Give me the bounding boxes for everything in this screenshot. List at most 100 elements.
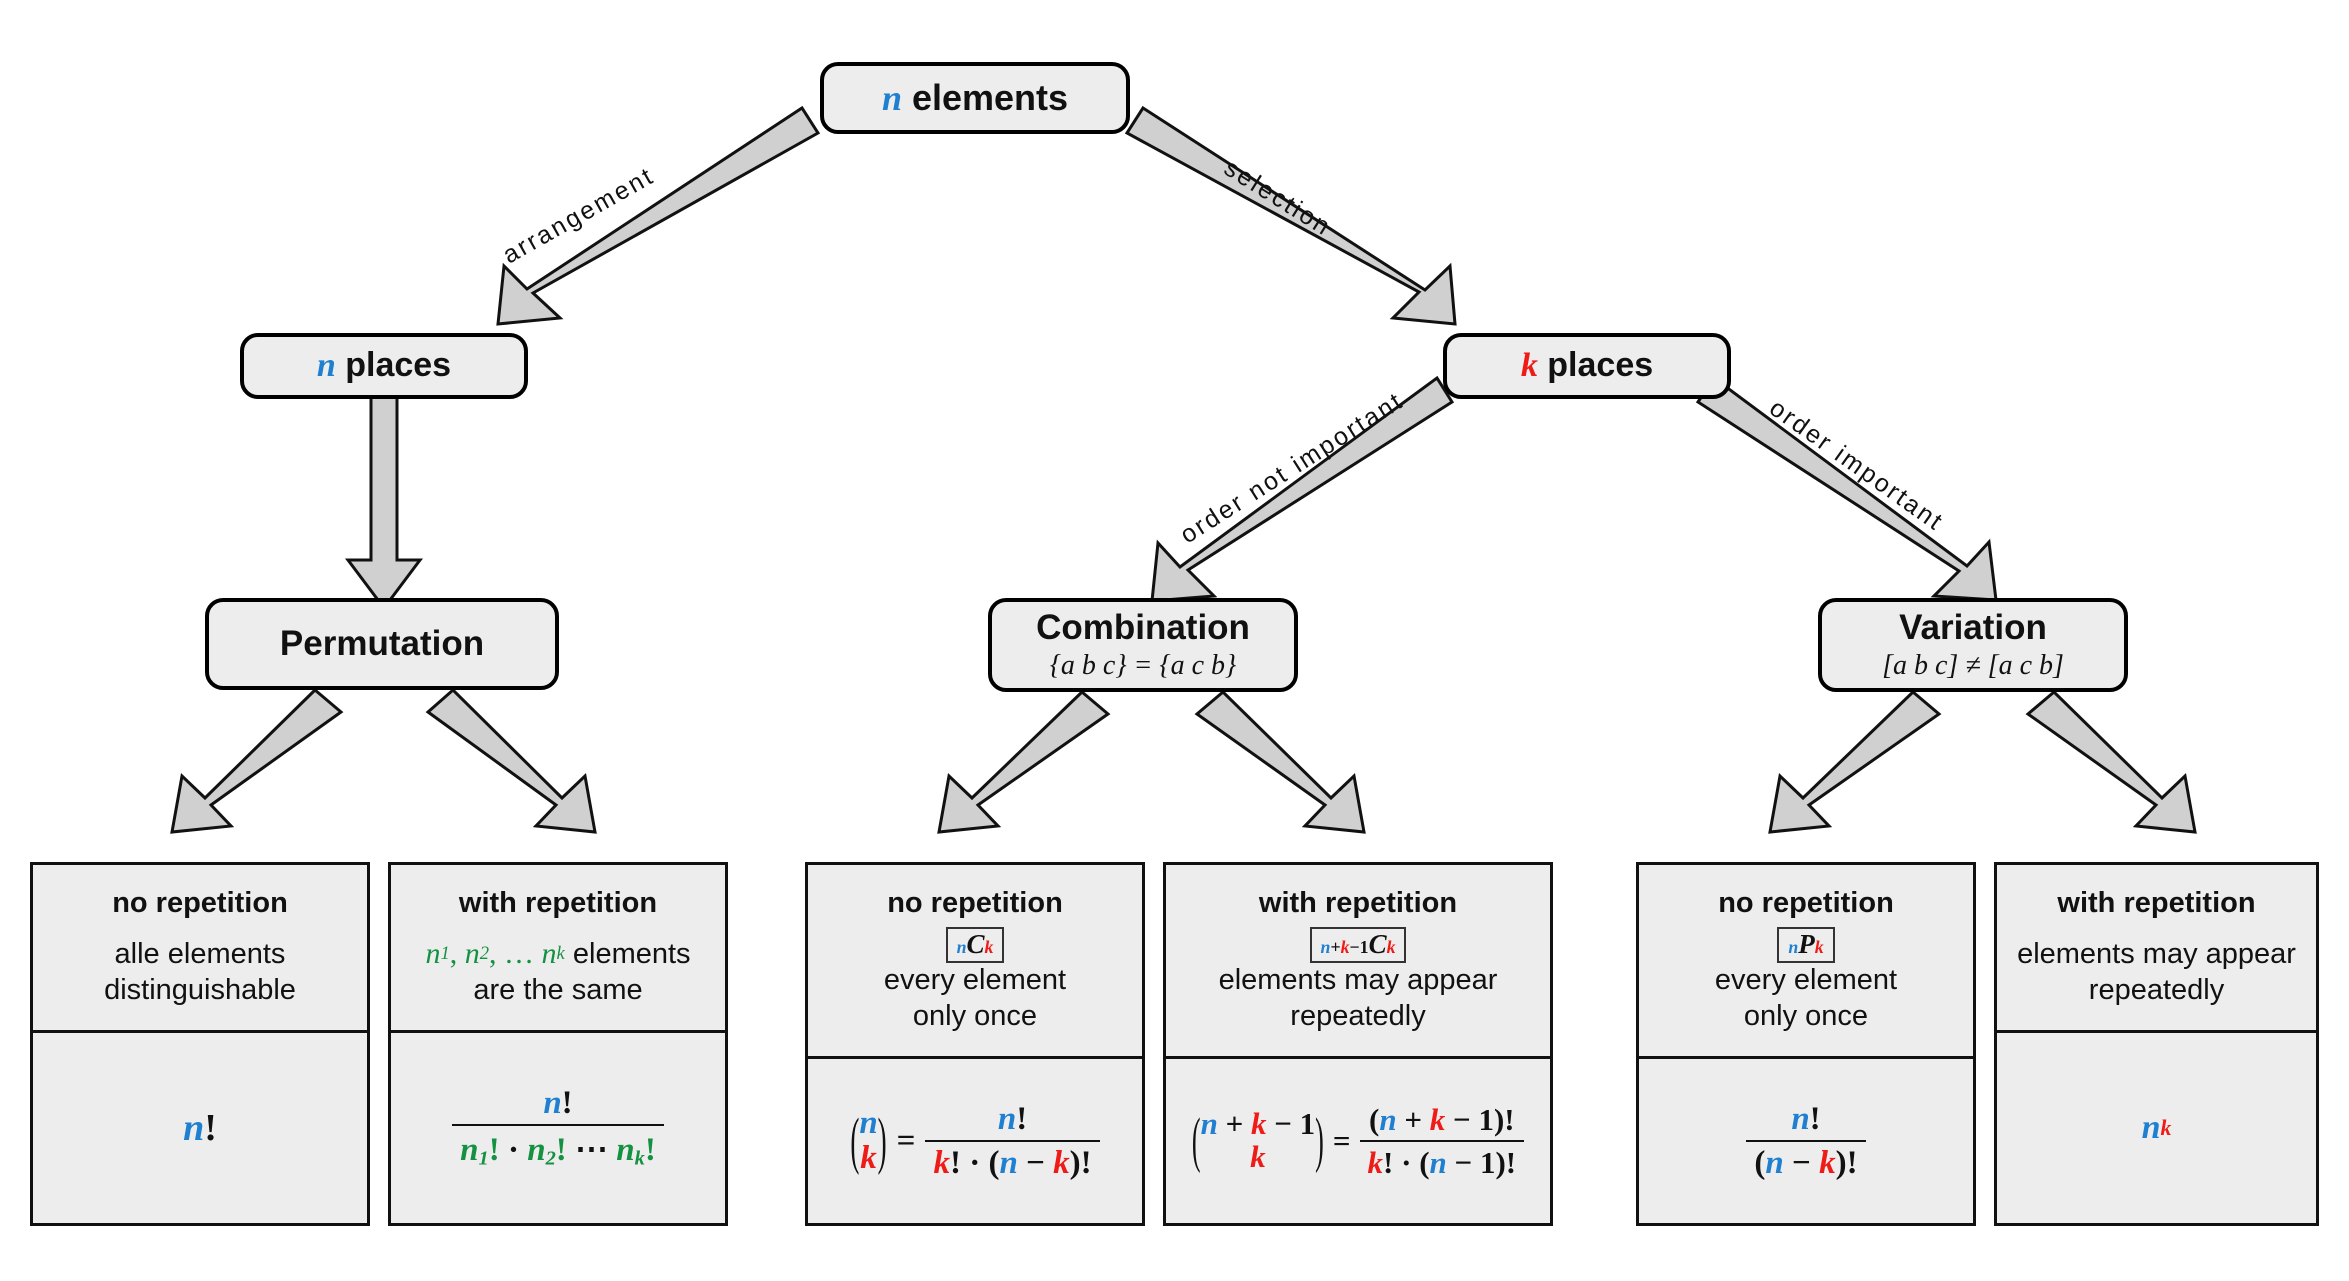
sym-k: k: [1814, 937, 1824, 957]
sym-cdot: ·: [507, 1132, 519, 1169]
leaf-combination-with-repetition[interactable]: with repetition n+k−1Ck elements may app…: [1163, 862, 1553, 1226]
node-variation-sublabel: [a b c] ≠ [a c b]: [1882, 649, 2064, 681]
node-n-elements[interactable]: n elements: [820, 62, 1130, 134]
leaf-header: with repetition: [2057, 887, 2256, 919]
leaf-description-line1: elements may appear: [1218, 964, 1498, 997]
sym-n: n: [1200, 1106, 1218, 1142]
node-combination[interactable]: Combination {a b c} = {a c b}: [988, 598, 1298, 692]
sym-bang: !: [949, 1144, 961, 1181]
node-k-places[interactable]: k places: [1443, 333, 1731, 399]
sym-k: k: [933, 1144, 950, 1181]
sym-one: 1: [1479, 1144, 1496, 1180]
sym-n: n: [183, 1107, 205, 1149]
sym-n: n: [956, 937, 967, 957]
paren-right: ): [1493, 1101, 1505, 1137]
formula-n-factorial: n!: [183, 1106, 217, 1150]
sym-bang: !: [644, 1132, 656, 1169]
formula-numerator: n!: [990, 1101, 1035, 1140]
node-variation[interactable]: Variation [a b c] ≠ [a c b]: [1818, 598, 2128, 692]
var-n: n: [316, 347, 336, 385]
formula-denominator: k! · (n − 1)!: [1359, 1139, 1525, 1181]
paren-left: (: [1754, 1144, 1766, 1181]
leaf-variation-with-repetition[interactable]: with repetition elements may appear repe…: [1994, 862, 2319, 1226]
leaf-description: every element only once: [884, 963, 1066, 1034]
sym-bang: !: [1080, 1144, 1092, 1181]
notation-n-plus-k-minus-1-C-k: n+k−1Ck: [1309, 927, 1407, 964]
sym-n: n: [859, 1105, 878, 1142]
sym-k: k: [1819, 1144, 1836, 1181]
paren-left: (: [988, 1144, 1000, 1181]
paren-right: ): [1315, 1105, 1324, 1174]
paren-left: (: [1419, 1144, 1430, 1180]
formula-binomial: ( n k ) = n! k! · (n − k)!: [850, 1101, 1100, 1182]
sym-k: k: [860, 1140, 877, 1177]
leaf-cell-description: with repetition n+k−1Ck elements may app…: [1166, 865, 1550, 1060]
node-permutation[interactable]: Permutation: [205, 598, 559, 690]
arrow-combination-left: [937, 689, 1111, 834]
leaf-description-line2: repeatedly: [1290, 999, 1426, 1032]
sym-cdot: ·: [969, 1144, 981, 1181]
node-n-places-label: n places: [317, 346, 451, 385]
sym-k: k: [1340, 937, 1350, 957]
sym-bang: !: [1504, 1101, 1515, 1137]
leaf-cell-description: with repetition elements may appear repe…: [1997, 865, 2316, 1033]
sym-plus: +: [1330, 937, 1341, 957]
sym-minus: −: [1792, 1144, 1811, 1181]
sym-k: k: [1251, 1106, 1267, 1142]
sym-bang: !: [488, 1132, 500, 1169]
sym-bang: !: [561, 1085, 573, 1122]
leaf-variation-no-repetition[interactable]: no repetition nPk every element only onc…: [1636, 862, 1976, 1226]
sym-n: n: [2141, 1109, 2161, 1146]
arrow-permutation-right: [425, 687, 597, 834]
node-combination-label: Combination: [1036, 608, 1250, 648]
paren-right: ): [877, 1104, 887, 1176]
sym-bang: !: [1505, 1144, 1517, 1180]
sym-n: n: [1791, 1100, 1810, 1137]
sym-k: k: [984, 937, 994, 957]
arrow-combination-right: [1194, 689, 1366, 834]
sym-bang: !: [1809, 1100, 1821, 1137]
sym-n: n: [1320, 937, 1331, 957]
sym-P: P: [1798, 929, 1815, 959]
leaf-description-line2: distinguishable: [104, 973, 296, 1006]
leaf-description: elements may appear repeatedly: [2017, 937, 2296, 1008]
sym-nk: n: [541, 937, 557, 971]
sym-minus: −: [1454, 1144, 1473, 1180]
sym-C: C: [966, 929, 985, 959]
leaf-cell-description: no repetition nCk every element only onc…: [808, 865, 1142, 1060]
binom-top: n + k − 1: [1200, 1106, 1316, 1142]
node-combination-sublabel: {a b c} = {a c b}: [1049, 649, 1237, 681]
sym-n: n: [1765, 1144, 1784, 1181]
sym-n: n: [999, 1144, 1018, 1181]
leaf-description-line1: elements may appear: [2017, 938, 2296, 971]
sym-one: 1: [1478, 1101, 1494, 1137]
sym-bang: !: [1846, 1144, 1858, 1181]
leaf-permutation-no-repetition[interactable]: no repetition alle elements distinguisha…: [30, 862, 370, 1226]
leaf-combination-no-repetition[interactable]: no repetition nCk every element only onc…: [805, 862, 1145, 1226]
leaf-cell-description: no repetition alle elements distinguisha…: [33, 865, 367, 1033]
sym-minus: −: [1274, 1106, 1292, 1142]
formula-fraction: (n + k − 1)! k! · (n − 1)!: [1359, 1101, 1525, 1181]
leaf-header: with repetition: [458, 887, 658, 919]
leaf-cell-formula: n! (n − k)!: [1639, 1059, 1973, 1223]
leaf-description: alle elements distinguishable: [104, 937, 296, 1008]
node-k-places-label: k places: [1521, 346, 1653, 385]
sym-plus: +: [1404, 1101, 1423, 1137]
formula-denominator: k! · (n − k)!: [925, 1139, 1100, 1182]
node-n-places[interactable]: n places: [240, 333, 528, 399]
sym-minus: −: [1349, 937, 1360, 957]
sym-C: C: [1368, 929, 1387, 959]
leaf-description-line2: only once: [912, 999, 1038, 1032]
node-n-elements-label: n elements: [882, 77, 1068, 118]
formula-multiset-permutation: n! n1! · n2! ⋯ nk!: [452, 1085, 664, 1171]
sym-k: k: [1367, 1144, 1384, 1180]
leaf-header: no repetition: [112, 887, 288, 919]
sym-nk: n: [616, 1132, 635, 1169]
leaf-cell-formula: ( n + k − 1 k ) = (n + k − 1)! k! · (n −…: [1166, 1059, 1550, 1223]
sym-minus: −: [1453, 1101, 1471, 1137]
leaf-description-line2: are the same: [473, 973, 643, 1006]
arrow-permutation-left: [170, 687, 344, 834]
